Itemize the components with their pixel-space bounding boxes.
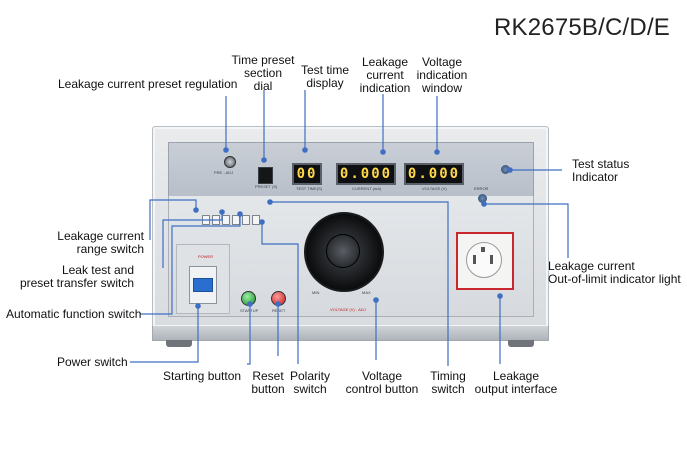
left-foot [166, 340, 192, 347]
min-label: MIN [312, 290, 320, 295]
callout-leakage-out-of-limit: Leakage current Out-of-limit indicator l… [548, 260, 681, 286]
callout-line: Leak test and [61, 263, 134, 277]
callout-timing-switch: Timing switch [424, 370, 472, 396]
callout-line: section [243, 66, 283, 80]
timing-switch-btn[interactable] [252, 215, 260, 225]
callout-line: window [421, 81, 463, 95]
callout-line: Leakage [492, 369, 540, 383]
reset-label: RESET [272, 308, 286, 313]
callout-line: Polarity [289, 369, 330, 383]
callout-line: Test time [300, 63, 349, 77]
power-switch-toggle[interactable] [193, 278, 213, 292]
callout-line: current [366, 68, 404, 82]
callout-voltage-indication-window: Voltage indication window [412, 56, 472, 95]
callout-line: Timing [430, 369, 466, 383]
test-status-indicator [501, 165, 510, 174]
callout-leakage-range-switch: Leakage current range switch [40, 230, 144, 256]
callout-line: dial [253, 79, 273, 93]
right-foot [508, 340, 534, 347]
socket-pin-right [490, 255, 493, 264]
leakage-output-socket[interactable] [456, 232, 514, 290]
callout-test-status-indicator: Test status Indicator [572, 158, 629, 184]
callout-line: Reset [252, 369, 284, 383]
callout-time-preset-dial: Time preset section dial [230, 54, 296, 93]
callout-line: indication [359, 81, 411, 95]
callout-line: range switch [76, 242, 144, 256]
power-label: POWER [198, 254, 214, 259]
callout-power-switch: Power switch [57, 355, 128, 369]
out-of-limit-indicator [478, 194, 487, 203]
callout-leakage-preset-regulation: Leakage current preset regulation [58, 77, 238, 91]
callout-line: preset transfer switch [19, 276, 134, 290]
startup-label: STARTUP [240, 308, 259, 313]
callout-line: Out-of-limit indicator light [548, 272, 681, 286]
callout-automatic-function-switch: Automatic function switch [6, 307, 142, 321]
polarity-switch-btn[interactable] [242, 215, 250, 225]
callout-line: Time preset [231, 53, 295, 67]
callout-line: indication [416, 68, 468, 82]
callout-line: switch [293, 382, 327, 396]
callout-line: Leakage current [548, 259, 635, 273]
callout-line: Indicator [572, 170, 619, 184]
leakage-preset-knob[interactable] [224, 156, 236, 168]
callout-line: output interface [474, 382, 558, 396]
callout-line: Test status [572, 157, 630, 171]
socket-pin-top [481, 247, 485, 252]
socket-pin-left [473, 255, 476, 264]
callout-leak-test-transfer-switch: Leak test and preset transfer switch [18, 264, 134, 290]
pre-adj-label: PRE - ADJ [214, 170, 234, 175]
callout-line: control button [345, 382, 419, 396]
model-title: RK2675B/C/D/E [494, 14, 671, 41]
callout-line: Leakage current [57, 229, 144, 243]
preset-label: PRESET (S) [255, 184, 278, 189]
callout-line: Leakage [361, 55, 409, 69]
voltage-display: 0.000 [404, 163, 464, 185]
callout-line: switch [431, 382, 465, 396]
test-time-display: 00 [292, 163, 322, 185]
voltage-knob-cap [326, 234, 360, 268]
leakage-current-display: 0.000 [336, 163, 396, 185]
time-preset-dial[interactable] [258, 167, 273, 184]
callout-polarity-switch: Polarity switch [288, 370, 332, 396]
callout-test-time-display: Test time display [297, 64, 353, 90]
test-time-label: TEST TIME(S) [296, 186, 323, 191]
current-label: CURRENT (mA) [352, 186, 382, 191]
callout-starting-button: Starting button [163, 369, 242, 383]
device-base [152, 326, 549, 341]
callout-line: Voltage [361, 369, 403, 383]
error-label: ERROR [474, 186, 489, 191]
socket-face [466, 242, 502, 278]
voltage-adj-label: VOLTAGE (V) - ADJ [330, 307, 366, 312]
voltage-label: VOLTAGE (V) [422, 186, 447, 191]
callout-leakage-output-interface: Leakage output interface [470, 370, 562, 396]
max-label: MAX [362, 290, 371, 295]
callout-line: Voltage [421, 55, 463, 69]
callout-line: button [251, 382, 285, 396]
callout-leakage-current-indication: Leakage current indication [356, 56, 414, 95]
callout-reset-button: Reset button [246, 370, 290, 396]
callout-voltage-control-button: Voltage control button [340, 370, 424, 396]
callout-line: display [306, 76, 344, 90]
